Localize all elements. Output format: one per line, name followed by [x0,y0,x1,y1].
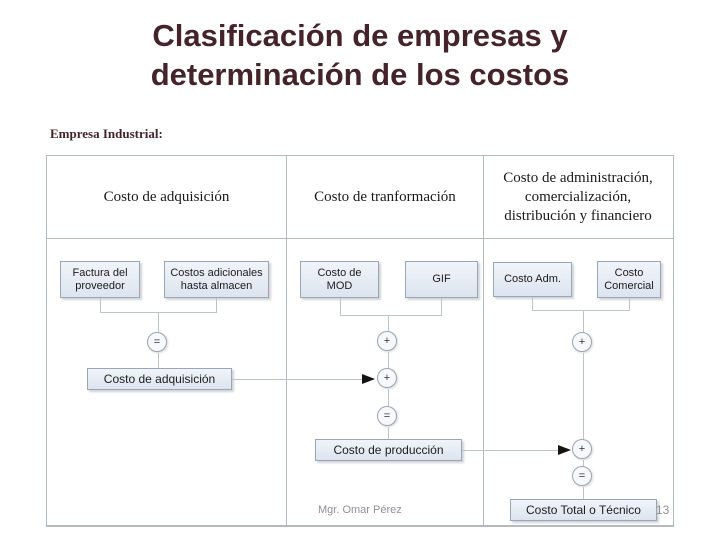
box-costo-total: Costo Total o Técnico [510,499,657,521]
connector-line [629,298,630,310]
box-costos-adicionales: Costos adicionales hasta almacen [164,261,269,298]
box-costo-adm: Costo Adm. [493,262,572,297]
page-number: 13 [656,503,670,517]
arrow-right-icon [362,374,375,384]
box-factura-proveedor: Factura del proveedor [60,261,140,298]
connector-line [216,298,217,312]
header-costo-tranformacion: Costo de tranformación [314,188,456,205]
connector-line [388,315,389,331]
table-outline [46,155,674,527]
title-line-1: Clasificación de empresas y [152,18,568,53]
box-gif: GIF [405,261,478,298]
connector-line [583,353,584,439]
box-costo-adquisicion-result: Costo de adquisición [87,368,232,390]
operator-equals: = [377,406,397,426]
operator-plus: + [377,331,397,351]
connector-line [100,298,101,312]
arrow-right-icon [558,445,571,455]
connector-line [532,297,533,310]
operator-equals: = [572,466,592,486]
connector-line [158,312,159,332]
operator-plus: + [572,332,592,352]
connector-line [340,298,341,315]
footer-author: Mgr. Omar Pérez [318,504,402,516]
connector-line [583,310,584,332]
page-title: Clasificación de empresas y determinació… [0,16,720,94]
connector-line [532,310,630,311]
header-costo-administracion: Costo de administración, comercializació… [503,169,653,224]
connector-line [462,450,558,451]
header-costo-adquisicion: Costo de adquisición [103,188,230,205]
connector-line [232,379,362,380]
box-costo-comercial: Costo Comercial [597,261,661,298]
connector-line [158,353,159,368]
operator-plus: + [377,368,397,388]
table-column-divider [483,155,484,525]
title-line-2: determinación de los costos [150,57,570,92]
connector-line [441,298,442,315]
table-header-divider [46,238,673,239]
operator-equals: = [147,332,167,352]
connector-line [388,389,389,406]
box-costo-mod: Costo de MOD [300,261,379,298]
connector-line [340,315,442,316]
operator-plus: + [572,439,592,459]
connector-line [583,487,584,499]
connector-line [388,427,389,439]
connector-line [583,460,584,466]
subtitle-empresa-industrial: Empresa Industrial: [50,126,163,141]
table-column-divider [286,155,287,525]
connector-line [388,352,389,368]
box-costo-produccion: Costo de producción [315,439,462,461]
